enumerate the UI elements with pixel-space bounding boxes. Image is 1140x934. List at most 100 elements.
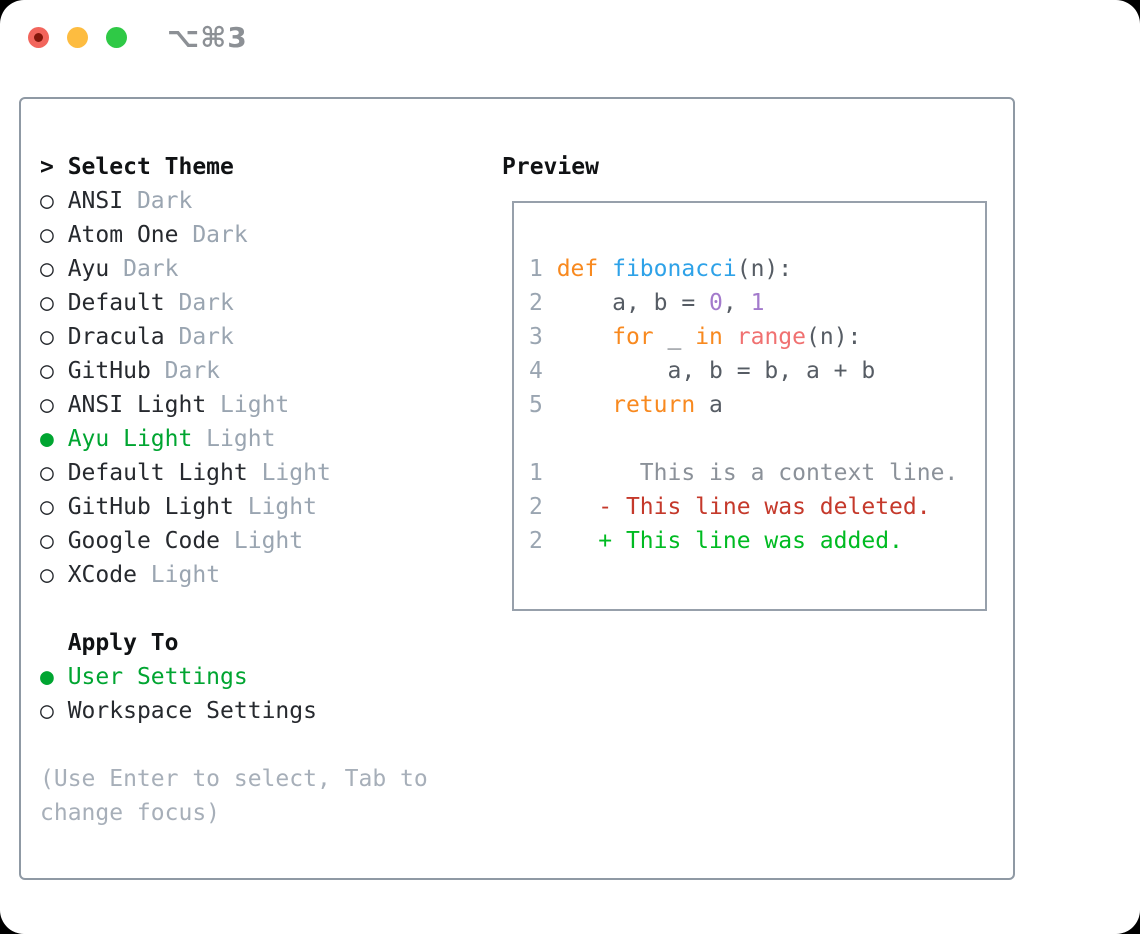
code-row: 5 return a	[529, 388, 958, 422]
theme-variant: Light	[206, 392, 290, 418]
code-row: 2 - This line was deleted.	[529, 490, 958, 524]
radio-unselected-icon: ○	[40, 698, 68, 724]
radio-unselected-icon: ○	[40, 222, 68, 248]
theme-item-dracula[interactable]: ○ Dracula Dark	[40, 320, 428, 354]
apply-option-label: User Settings	[67, 664, 248, 690]
code-segment: a, b = b, a + b	[556, 358, 876, 384]
theme-variant: Light	[192, 426, 276, 452]
code-segment	[723, 324, 737, 350]
preview-heading: Preview	[502, 154, 599, 180]
code-segment: def	[556, 256, 599, 282]
code-segment: + This line was added.	[556, 528, 903, 554]
help-text-line: (Use Enter to select, Tab to	[40, 762, 428, 796]
indent	[40, 630, 68, 656]
spacer-row	[40, 728, 428, 762]
apply-option-workspace-settings[interactable]: ○ Workspace Settings	[40, 694, 428, 728]
theme-variant: Dark	[164, 290, 234, 316]
code-segment: for	[612, 324, 654, 350]
code-row: 1 This is a context line.	[529, 456, 958, 490]
radio-unselected-icon: ○	[40, 290, 68, 316]
theme-item-ansi[interactable]: ○ ANSI Dark	[40, 184, 428, 218]
radio-unselected-icon: ○	[40, 392, 68, 418]
line-number: 3	[529, 324, 557, 350]
apply-option-user-settings[interactable]: ● User Settings	[40, 660, 428, 694]
theme-variant: Light	[233, 494, 317, 520]
code-segment: a, b =	[556, 290, 710, 316]
radio-selected-icon: ●	[40, 426, 68, 452]
code-blank-row	[529, 422, 958, 456]
code-segment: - This line was deleted.	[556, 494, 931, 520]
radio-unselected-icon: ○	[40, 494, 68, 520]
theme-name: ANSI Light	[67, 392, 207, 418]
code-segment: 0	[709, 290, 723, 316]
code-segment	[557, 324, 612, 350]
code-segment: ,	[722, 290, 751, 316]
radio-selected-icon: ●	[40, 664, 68, 690]
theme-item-github-light[interactable]: ○ GitHub Light Light	[40, 490, 428, 524]
line-number: 4	[529, 358, 557, 384]
theme-name: ANSI	[67, 188, 124, 214]
theme-item-github[interactable]: ○ GitHub Dark	[40, 354, 428, 388]
help-text: (Use Enter to select, Tab to	[40, 766, 428, 792]
apply-option-label: Workspace Settings	[67, 698, 317, 724]
theme-item-default[interactable]: ○ Default Dark	[40, 286, 428, 320]
radio-unselected-icon: ○	[40, 562, 68, 588]
theme-item-google-code[interactable]: ○ Google Code Light	[40, 524, 428, 558]
radio-unselected-icon: ○	[40, 256, 68, 282]
theme-item-xcode[interactable]: ○ XCode Light	[40, 558, 428, 592]
line-number: 2	[529, 290, 557, 316]
zoom-button[interactable]	[106, 27, 127, 48]
radio-unselected-icon: ○	[40, 358, 68, 384]
theme-variant: Light	[247, 460, 331, 486]
theme-name: Google Code	[67, 528, 221, 554]
theme-name: Default	[67, 290, 165, 316]
theme-variant: Dark	[164, 324, 234, 350]
theme-name: Default Light	[67, 460, 248, 486]
radio-unselected-icon: ○	[40, 528, 68, 554]
theme-variant: Light	[136, 562, 221, 588]
theme-name: XCode	[67, 562, 137, 588]
theme-item-ayu[interactable]: ○ Ayu Dark	[40, 252, 428, 286]
radio-unselected-icon: ○	[40, 460, 68, 486]
code-segment: _	[653, 324, 696, 350]
theme-item-default-light[interactable]: ○ Default Light Light	[40, 456, 428, 490]
code-segment: in	[695, 324, 723, 350]
theme-item-ayu-light[interactable]: ● Ayu Light Light	[40, 422, 428, 456]
window-title: ⌥⌘3	[167, 21, 248, 54]
code-segment: (n):	[806, 324, 862, 350]
code-segment: range	[736, 324, 806, 350]
theme-item-atom-one[interactable]: ○ Atom One Dark	[40, 218, 428, 252]
theme-variant: Dark	[123, 188, 193, 214]
help-text: change focus)	[40, 800, 221, 826]
spacer-row	[40, 592, 428, 626]
code-segment: return	[612, 392, 696, 418]
code-segment: a	[695, 392, 723, 418]
minimize-button[interactable]	[67, 27, 88, 48]
theme-list-title: Select Theme	[67, 154, 234, 180]
line-number: 2	[529, 494, 557, 520]
code-segment	[557, 392, 612, 418]
theme-variant: Dark	[178, 222, 248, 248]
apply-to-header: Apply To	[40, 626, 428, 660]
theme-name: GitHub Light	[67, 494, 234, 520]
line-number: 5	[529, 392, 557, 418]
code-row: 2 + This line was added.	[529, 524, 958, 558]
theme-list-header: > Select Theme	[40, 150, 428, 184]
theme-variant: Light	[220, 528, 304, 554]
line-number: 1	[529, 460, 557, 486]
theme-list: > Select Theme○ ANSI Dark○ Atom One Dark…	[40, 150, 428, 830]
theme-name: Dracula	[67, 324, 165, 350]
close-button[interactable]	[28, 27, 49, 48]
code-segment: 1	[750, 290, 765, 316]
code-segment: (n):	[736, 256, 793, 282]
code-segment: This is a context line.	[556, 460, 959, 486]
line-number: 2	[529, 528, 557, 554]
radio-unselected-icon: ○	[40, 188, 68, 214]
radio-unselected-icon: ○	[40, 324, 68, 350]
theme-item-ansi-light[interactable]: ○ ANSI Light Light	[40, 388, 428, 422]
code-segment: fibonacci	[612, 256, 737, 282]
theme-name: Atom One	[67, 222, 179, 248]
theme-name: Ayu Light	[67, 426, 193, 452]
